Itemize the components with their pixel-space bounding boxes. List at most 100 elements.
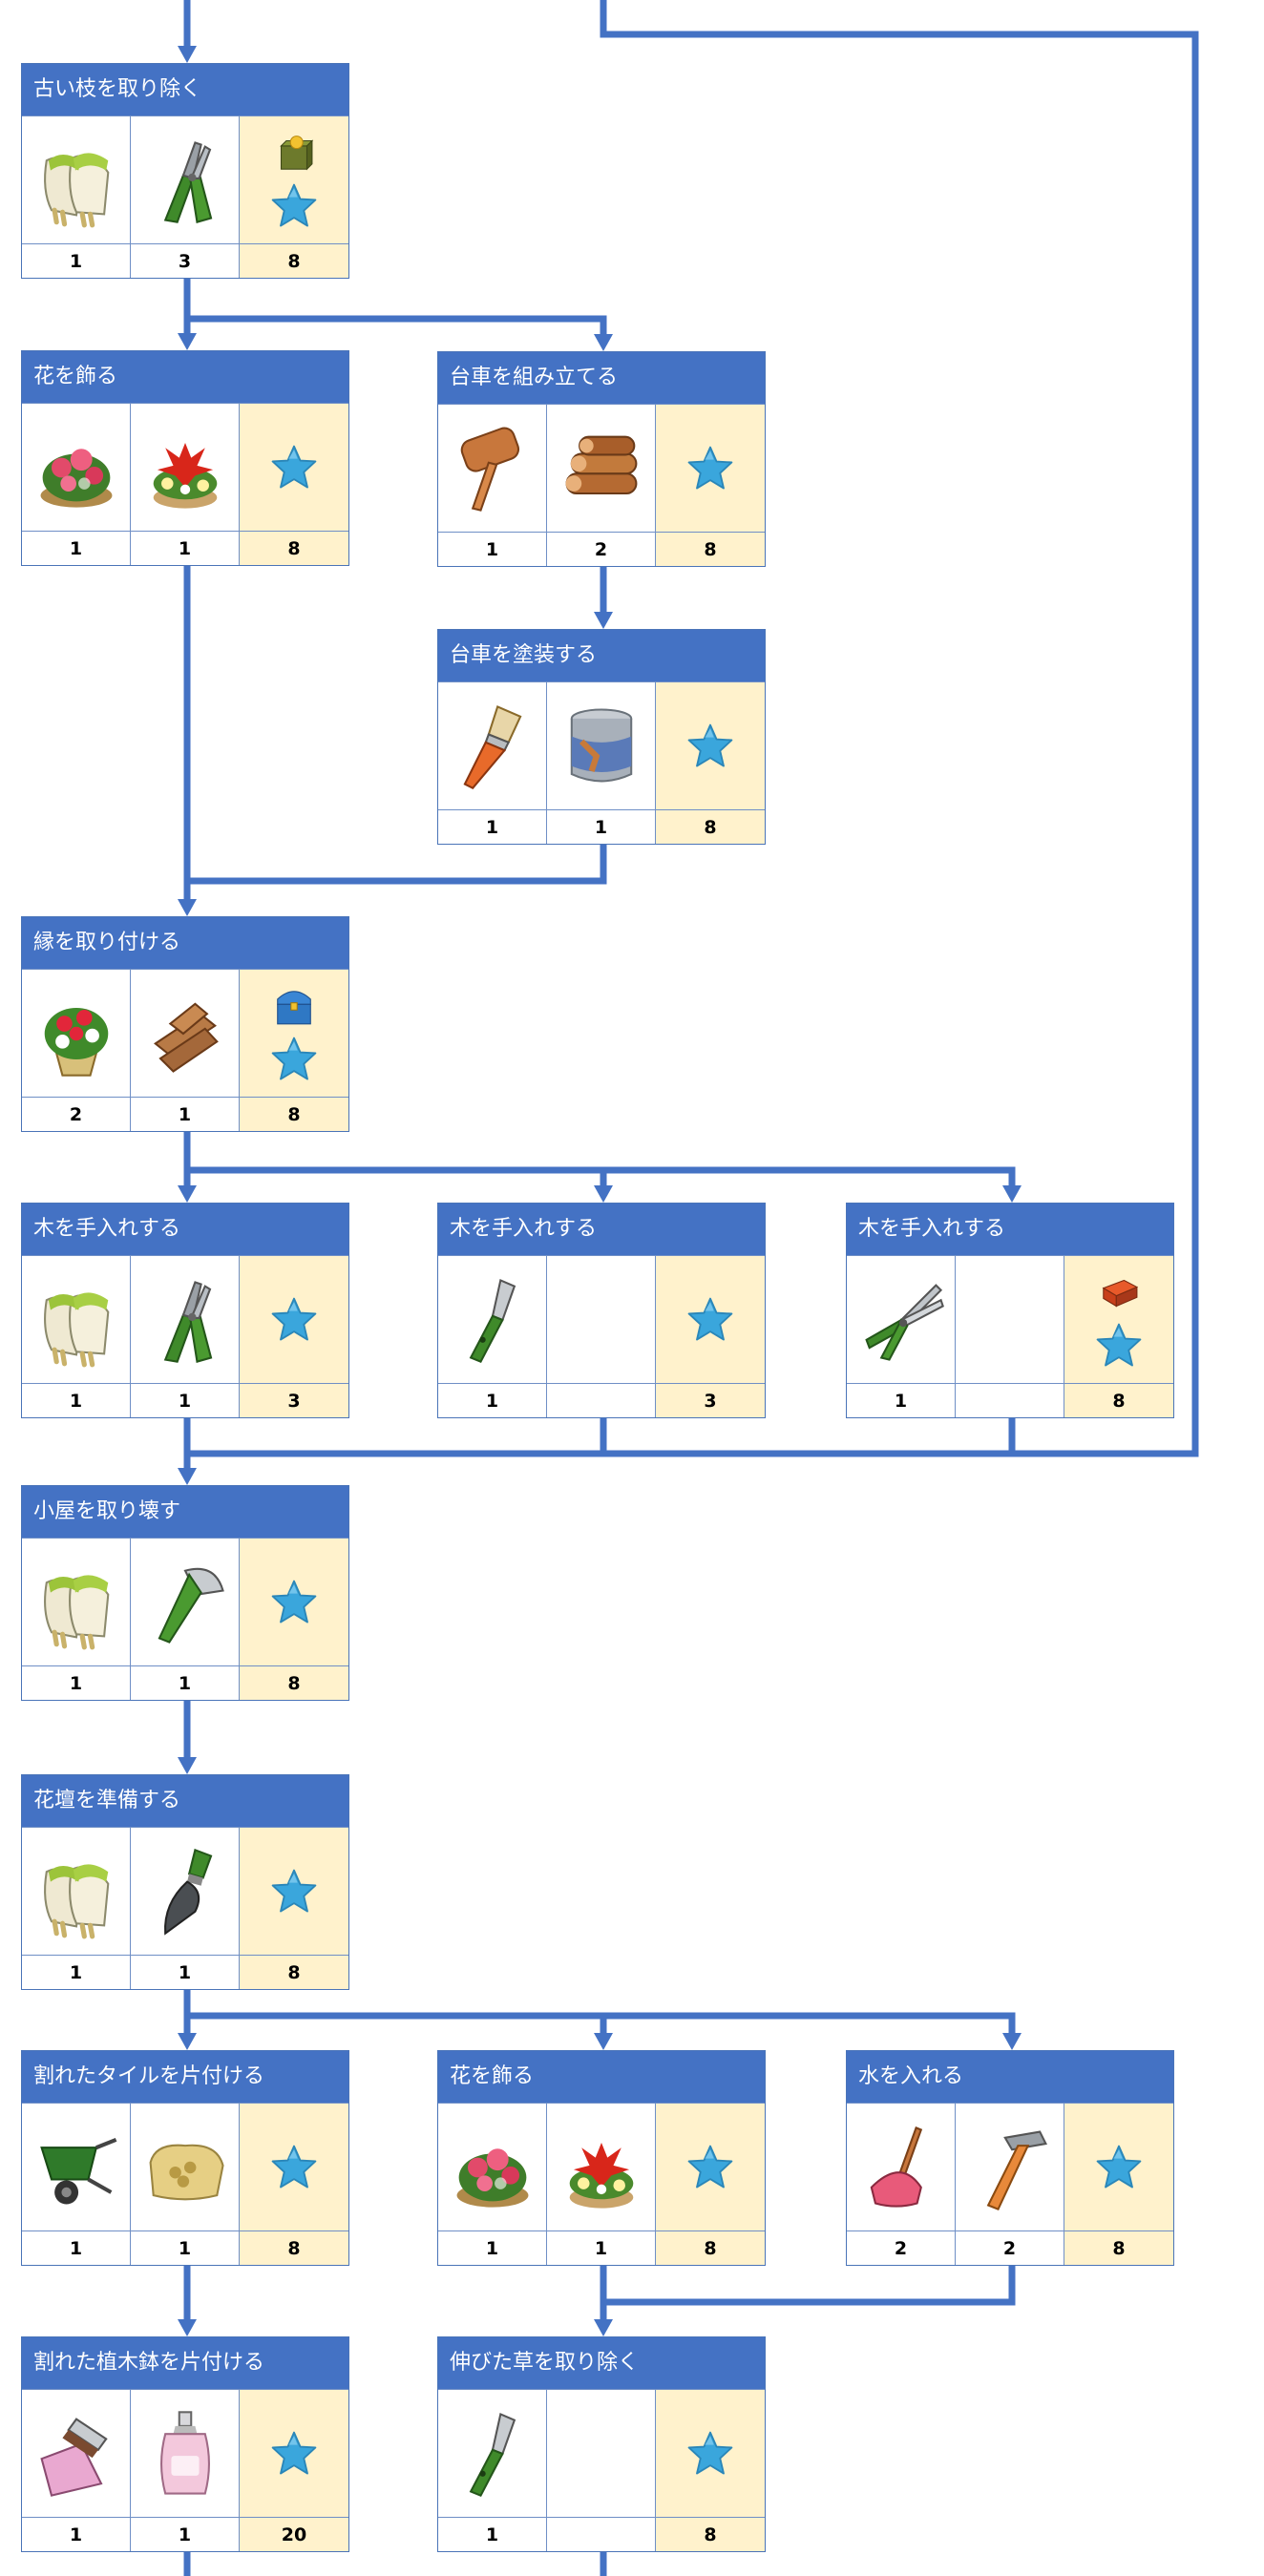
- task-title: 古い枝を取り除く: [22, 64, 348, 115]
- tool-cell: [131, 403, 240, 531]
- tool-cell: [131, 1255, 240, 1383]
- tool-cell: [131, 1827, 240, 1955]
- reward-cell: [240, 403, 348, 531]
- tool-cell: [547, 2103, 656, 2230]
- brick-box-icon: [1093, 1267, 1145, 1319]
- tool-cell: [131, 2103, 240, 2230]
- tool-count: 1: [22, 1383, 131, 1417]
- hedge-shears-icon: [852, 1270, 951, 1370]
- hammer-icon: [960, 2118, 1060, 2217]
- connector-arrow: [594, 1185, 613, 1203]
- pink-flower-pot-icon: [27, 418, 126, 517]
- pruning-pliers-icon: [136, 1270, 235, 1370]
- connector-arrow: [178, 899, 197, 916]
- connector-arrow: [178, 46, 197, 63]
- sand-bag-icon: [136, 2118, 235, 2217]
- star-icon: [267, 1033, 321, 1086]
- tool-cell: [438, 2389, 547, 2517]
- tool-count: [956, 1383, 1064, 1417]
- tool-count: [547, 2517, 656, 2551]
- tool-count: 1: [847, 1383, 956, 1417]
- task-card: 木を手入れする 1 8: [846, 1203, 1174, 1418]
- star-icon: [267, 2141, 321, 2194]
- tool-cell: [847, 2103, 956, 2230]
- tool-count: 1: [22, 2230, 131, 2265]
- tool-cell: [956, 2103, 1064, 2230]
- gardening-gloves-icon: [27, 1842, 126, 1941]
- pink-flower-pot-icon: [443, 2118, 542, 2217]
- crate-icon: [268, 128, 320, 179]
- tool-cell: [22, 969, 131, 1097]
- garden-knife-icon: [443, 1270, 542, 1370]
- star-icon: [267, 179, 321, 233]
- task-title: 水を入れる: [847, 2051, 1173, 2103]
- tool-cell: [547, 681, 656, 809]
- connector-line: [187, 2012, 1016, 2033]
- tool-count: 2: [956, 2230, 1064, 2265]
- tool-count: 1: [438, 2517, 547, 2551]
- gardening-gloves-icon: [27, 131, 126, 230]
- tool-cell: [22, 403, 131, 531]
- task-title: 台車を塗装する: [438, 630, 765, 681]
- connector-arrow: [178, 1757, 197, 1774]
- soap-bottle-icon: [136, 2404, 235, 2503]
- connector-line: [187, 845, 607, 885]
- reward-count: 8: [1064, 2230, 1173, 2265]
- tool-cell: [22, 2389, 131, 2517]
- reward-cell: [240, 115, 348, 243]
- reward-count: 8: [240, 243, 348, 278]
- tool-count: 1: [131, 1383, 240, 1417]
- task-title: 木を手入れする: [847, 1204, 1173, 1255]
- task-title: 木を手入れする: [22, 1204, 348, 1255]
- reward-count: 8: [656, 809, 765, 844]
- reward-count: 8: [1064, 1383, 1173, 1417]
- task-title: 花壇を準備する: [22, 1775, 348, 1827]
- task-title: 木を手入れする: [438, 1204, 765, 1255]
- tool-cell: [847, 1255, 956, 1383]
- reward-cell: [656, 1255, 765, 1383]
- tool-count: [547, 1383, 656, 1417]
- tool-count: 1: [547, 809, 656, 844]
- task-title: 小屋を取り壊す: [22, 1486, 348, 1538]
- star-icon: [1092, 1319, 1146, 1372]
- connector-arrow: [1002, 2033, 1022, 2050]
- reward-count: 3: [656, 1383, 765, 1417]
- star-icon: [684, 2141, 737, 2194]
- tool-count: 2: [547, 532, 656, 566]
- red-flower-pot-icon: [552, 2118, 651, 2217]
- star-icon: [267, 1293, 321, 1347]
- connector-line: [187, 0, 1199, 1457]
- star-icon: [684, 442, 737, 495]
- reward-cell: [240, 1827, 348, 1955]
- reward-count: 3: [240, 1383, 348, 1417]
- reward-count: 20: [240, 2517, 348, 2551]
- connector-arrow: [178, 1185, 197, 1203]
- connector-arrow: [178, 333, 197, 350]
- connector-arrow: [594, 2033, 613, 2050]
- paint-brush-icon: [443, 697, 542, 796]
- tool-count: 1: [131, 531, 240, 565]
- tool-count: 1: [131, 1097, 240, 1131]
- blue-chest-icon: [268, 981, 320, 1033]
- tool-count: 1: [22, 243, 131, 278]
- tool-cell: [131, 2389, 240, 2517]
- paint-can-icon: [552, 697, 651, 796]
- gardening-gloves-icon: [27, 1553, 126, 1652]
- gardening-gloves-icon: [27, 1270, 126, 1370]
- reward-count: 8: [240, 1665, 348, 1700]
- connector-arrow: [594, 2319, 613, 2336]
- task-title: 花を飾る: [438, 2051, 765, 2103]
- connector-arrow: [178, 1468, 197, 1485]
- trowel-icon: [136, 1842, 235, 1941]
- tool-cell: [22, 1255, 131, 1383]
- tool-count: 1: [438, 2230, 547, 2265]
- tool-count: 1: [22, 531, 131, 565]
- tool-cell: [438, 681, 547, 809]
- reward-cell: [240, 2389, 348, 2517]
- mallet-icon: [443, 419, 542, 518]
